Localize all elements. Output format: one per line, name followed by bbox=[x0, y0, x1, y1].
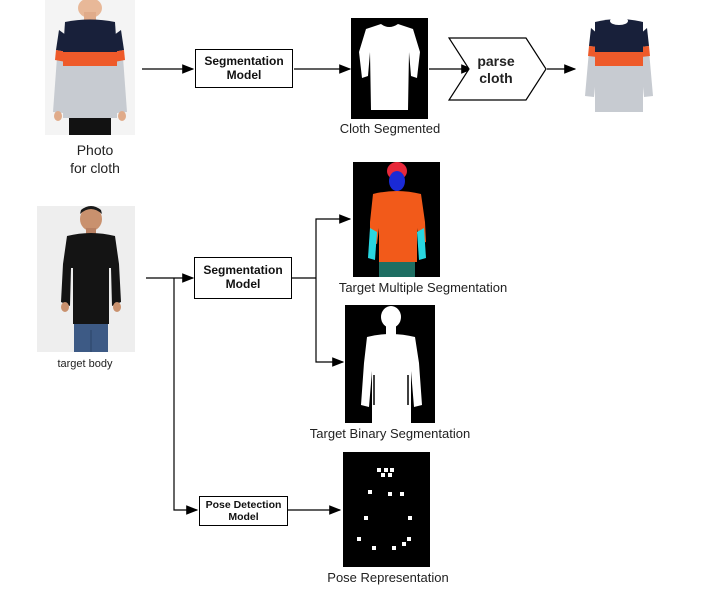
arrow-to-multi-seg bbox=[315, 214, 352, 278]
seg-model-top-line2: Model bbox=[226, 67, 262, 82]
target-multiple-seg-caption: Target Multiple Segmentation bbox=[338, 280, 508, 295]
seg-model-top-line1: Segmentation bbox=[204, 53, 284, 68]
arrow-body-to-pose bbox=[173, 278, 199, 515]
target-body-caption: target body bbox=[57, 358, 113, 370]
segmentation-model-box-top: Segmentation Model bbox=[195, 49, 293, 88]
photo-for-cloth-caption: Photo for cloth bbox=[45, 141, 145, 177]
parsed-cloth-image bbox=[583, 14, 655, 114]
parse-cloth-label: parse cloth bbox=[468, 53, 524, 87]
photo-caption-line2: for cloth bbox=[70, 160, 120, 176]
parse-cloth-chevron bbox=[448, 37, 547, 101]
cloth-photo bbox=[45, 0, 135, 135]
arrow-to-binary-seg bbox=[315, 278, 345, 367]
parse-line2: cloth bbox=[479, 70, 513, 86]
cloth-segmented-mask bbox=[351, 18, 428, 119]
seg-model-bottom-line1: Segmentation bbox=[203, 263, 283, 278]
pose-representation-caption: Pose Representation bbox=[327, 570, 449, 585]
target-binary-seg-caption: Target Binary Segmentation bbox=[309, 426, 471, 441]
target-binary-segmentation bbox=[345, 305, 435, 423]
pose-representation-image bbox=[343, 452, 430, 567]
pose-model-line1: Pose Detection bbox=[205, 498, 282, 511]
photo-caption-line1: Photo bbox=[76, 142, 114, 158]
target-multiple-segmentation bbox=[353, 162, 440, 277]
cloth-segmented-caption: Cloth Segmented bbox=[339, 121, 441, 136]
parse-line1: parse bbox=[477, 53, 515, 69]
target-body-photo bbox=[37, 206, 135, 352]
segmentation-model-box-bottom: Segmentation Model bbox=[194, 257, 292, 299]
seg-model-bottom-line2: Model bbox=[225, 277, 261, 291]
pose-model-line2: Model bbox=[228, 511, 259, 523]
pose-detection-model-box: Pose Detection Model bbox=[199, 496, 288, 526]
